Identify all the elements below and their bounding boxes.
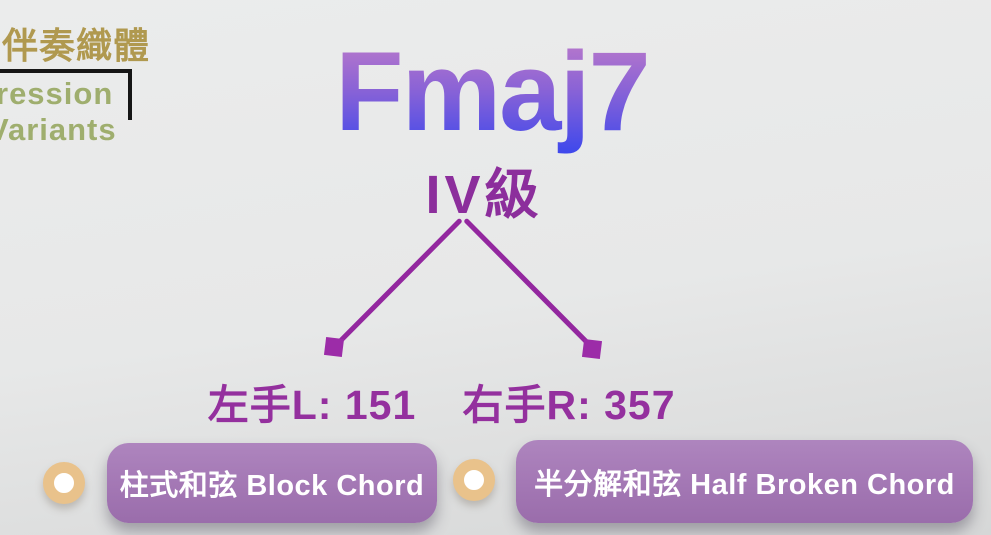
option-pill-label: 柱式和弦 Block Chord (119, 470, 425, 502)
option-pill-half-broken-chord[interactable]: 半分解和弦 Half Broken Chord (516, 440, 973, 523)
option-pill-label: 半分解和弦 Half Broken Chord (534, 468, 955, 501)
chord-name-title: Fmaj7 (335, 25, 651, 159)
right-hand-label: 右手R: 357 (462, 382, 676, 428)
branch-line-right (463, 217, 592, 347)
corner-frame (0, 69, 132, 120)
branch-line-left (335, 217, 463, 346)
chord-degree-label: IV級 (425, 165, 543, 225)
subtitle-line-1: ression (0, 76, 114, 111)
bullet-dot-icon (453, 459, 495, 501)
bullet-dot-icon (43, 462, 85, 504)
option-pill-block-chord[interactable]: 柱式和弦 Block Chord (107, 443, 437, 523)
branch-endpoint-square-right (581, 338, 603, 360)
subtitle-line-2: Variants (0, 112, 117, 147)
accompaniment-texture-title: 伴奏織體 (2, 25, 151, 66)
left-hand-label: 左手L: 151 (207, 382, 417, 428)
branch-endpoint-square-left (323, 336, 345, 358)
